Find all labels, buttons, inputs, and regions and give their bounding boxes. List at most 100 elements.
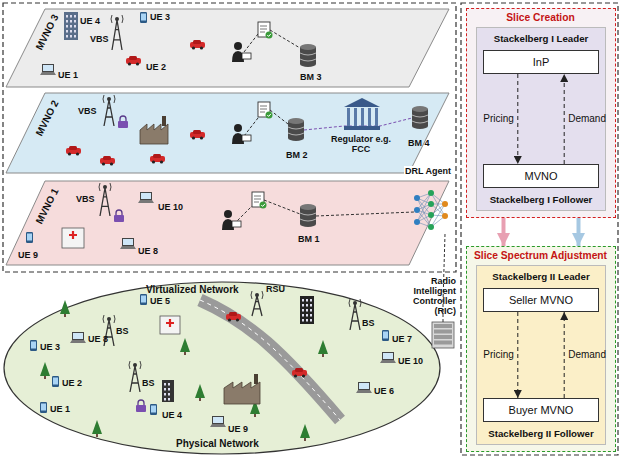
factory-icon xyxy=(140,116,168,144)
contract-icon-part xyxy=(258,22,270,37)
edge-label: Demand xyxy=(568,350,606,360)
car-icon xyxy=(126,56,141,66)
laptop-icon-part xyxy=(42,64,54,72)
building-icon-part xyxy=(310,304,312,307)
database-icon-part xyxy=(288,121,304,138)
person-icon-part xyxy=(234,42,242,50)
game-arrow xyxy=(577,218,581,246)
car-icon xyxy=(292,368,307,378)
laptop-icon xyxy=(380,352,396,363)
neural-net-icon-part xyxy=(442,213,448,219)
laptop-icon-part xyxy=(120,246,136,249)
building-icon-part xyxy=(74,35,76,38)
laptop-icon-part xyxy=(72,332,84,340)
car-icon-part xyxy=(100,158,115,164)
laptop-icon-part xyxy=(382,352,394,360)
tree-icon-part xyxy=(322,354,324,357)
game-arrow xyxy=(564,74,565,164)
neural-net-icon-part xyxy=(431,204,445,227)
phone-icon-part xyxy=(30,340,37,351)
building-icon-part xyxy=(64,12,78,40)
car-icon-part xyxy=(76,152,79,155)
tower-icon-part xyxy=(251,291,263,299)
laptop-icon-part xyxy=(212,416,224,424)
laptop-icon-part xyxy=(122,238,134,246)
building-icon-part xyxy=(302,304,304,307)
device-label: UE 3 xyxy=(40,342,60,352)
dashed-link xyxy=(244,118,258,136)
car-icon-part xyxy=(200,136,203,139)
neural-net-icon-part xyxy=(417,198,431,204)
person-icon-part xyxy=(232,51,244,62)
device-label: Radio Intelligent Controller (RIC) xyxy=(396,276,456,316)
server-icon-part xyxy=(434,330,452,334)
dashed-link xyxy=(270,110,288,124)
phone-icon-part xyxy=(383,332,388,339)
device-label: Regulator e.g. FCC xyxy=(330,134,392,154)
building-icon-part xyxy=(168,383,170,386)
car-icon-part xyxy=(103,156,111,160)
building-icon xyxy=(162,380,174,402)
building-icon-part xyxy=(310,319,312,322)
car-icon-part xyxy=(228,318,231,321)
phone-icon-part xyxy=(40,402,47,413)
neural-net-icon-part xyxy=(417,204,431,222)
car-icon-part xyxy=(126,58,141,64)
car-icon-part xyxy=(160,160,163,163)
regulator-icon-part xyxy=(344,126,380,130)
device-label: UE 9 xyxy=(228,424,248,434)
neural-net-icon-part xyxy=(431,193,445,216)
server-icon-part xyxy=(432,322,454,348)
plane-shape xyxy=(6,93,449,173)
car-icon-part xyxy=(229,312,237,316)
database-icon-part xyxy=(412,109,428,126)
neural-net-icon-part xyxy=(414,195,420,201)
lock-icon-part xyxy=(138,400,144,405)
phone-icon-part xyxy=(141,296,146,303)
database-icon-part xyxy=(288,127,304,135)
building-icon-part xyxy=(66,35,68,38)
building-icon-part xyxy=(306,319,308,322)
tower-icon-part xyxy=(133,363,137,367)
region-label: Physical Network xyxy=(176,438,259,450)
person-icon-part xyxy=(222,219,234,230)
tree-icon xyxy=(40,362,50,379)
factory-icon xyxy=(224,374,260,404)
database-icon-part xyxy=(300,221,316,227)
phone-icon-part xyxy=(31,342,36,349)
tower-icon-part xyxy=(107,317,111,321)
device-label: UE 4 xyxy=(162,410,182,420)
person-icon-part xyxy=(242,53,251,59)
lock-icon-part xyxy=(114,215,124,222)
laptop-icon-part xyxy=(383,353,393,359)
contract-icon-part xyxy=(252,192,264,207)
neural-net-icon-part xyxy=(417,215,431,222)
stage-heading: Slice Spectrum Adjustment xyxy=(467,250,614,261)
building-icon-part xyxy=(70,35,72,38)
neural-net-icon-part xyxy=(417,204,431,210)
contract-icon-part xyxy=(267,114,271,117)
car-icon-part xyxy=(68,152,71,155)
plane-shape xyxy=(6,181,449,265)
tower-icon-part xyxy=(107,97,111,101)
building-icon-part xyxy=(164,383,166,386)
neural-net-icon-part xyxy=(431,204,445,215)
dashed-link xyxy=(316,212,414,216)
plane-outline xyxy=(5,180,450,266)
car-icon-part xyxy=(66,148,81,154)
game-frame xyxy=(461,3,618,455)
building-icon-part xyxy=(302,309,304,312)
neural-net-icon-part xyxy=(428,201,434,207)
contract-icon xyxy=(258,22,273,39)
database-icon-part xyxy=(412,106,428,112)
device-label: UE 7 xyxy=(392,334,412,344)
neural-net-icon-part xyxy=(431,204,445,205)
laptop-icon-part xyxy=(123,239,133,245)
database-icon-part xyxy=(412,115,428,123)
car-icon-part xyxy=(192,46,195,49)
tower-icon-part xyxy=(104,100,114,126)
building-icon-part xyxy=(66,30,68,33)
virtual-frame xyxy=(3,3,456,272)
car-icon xyxy=(66,146,81,156)
